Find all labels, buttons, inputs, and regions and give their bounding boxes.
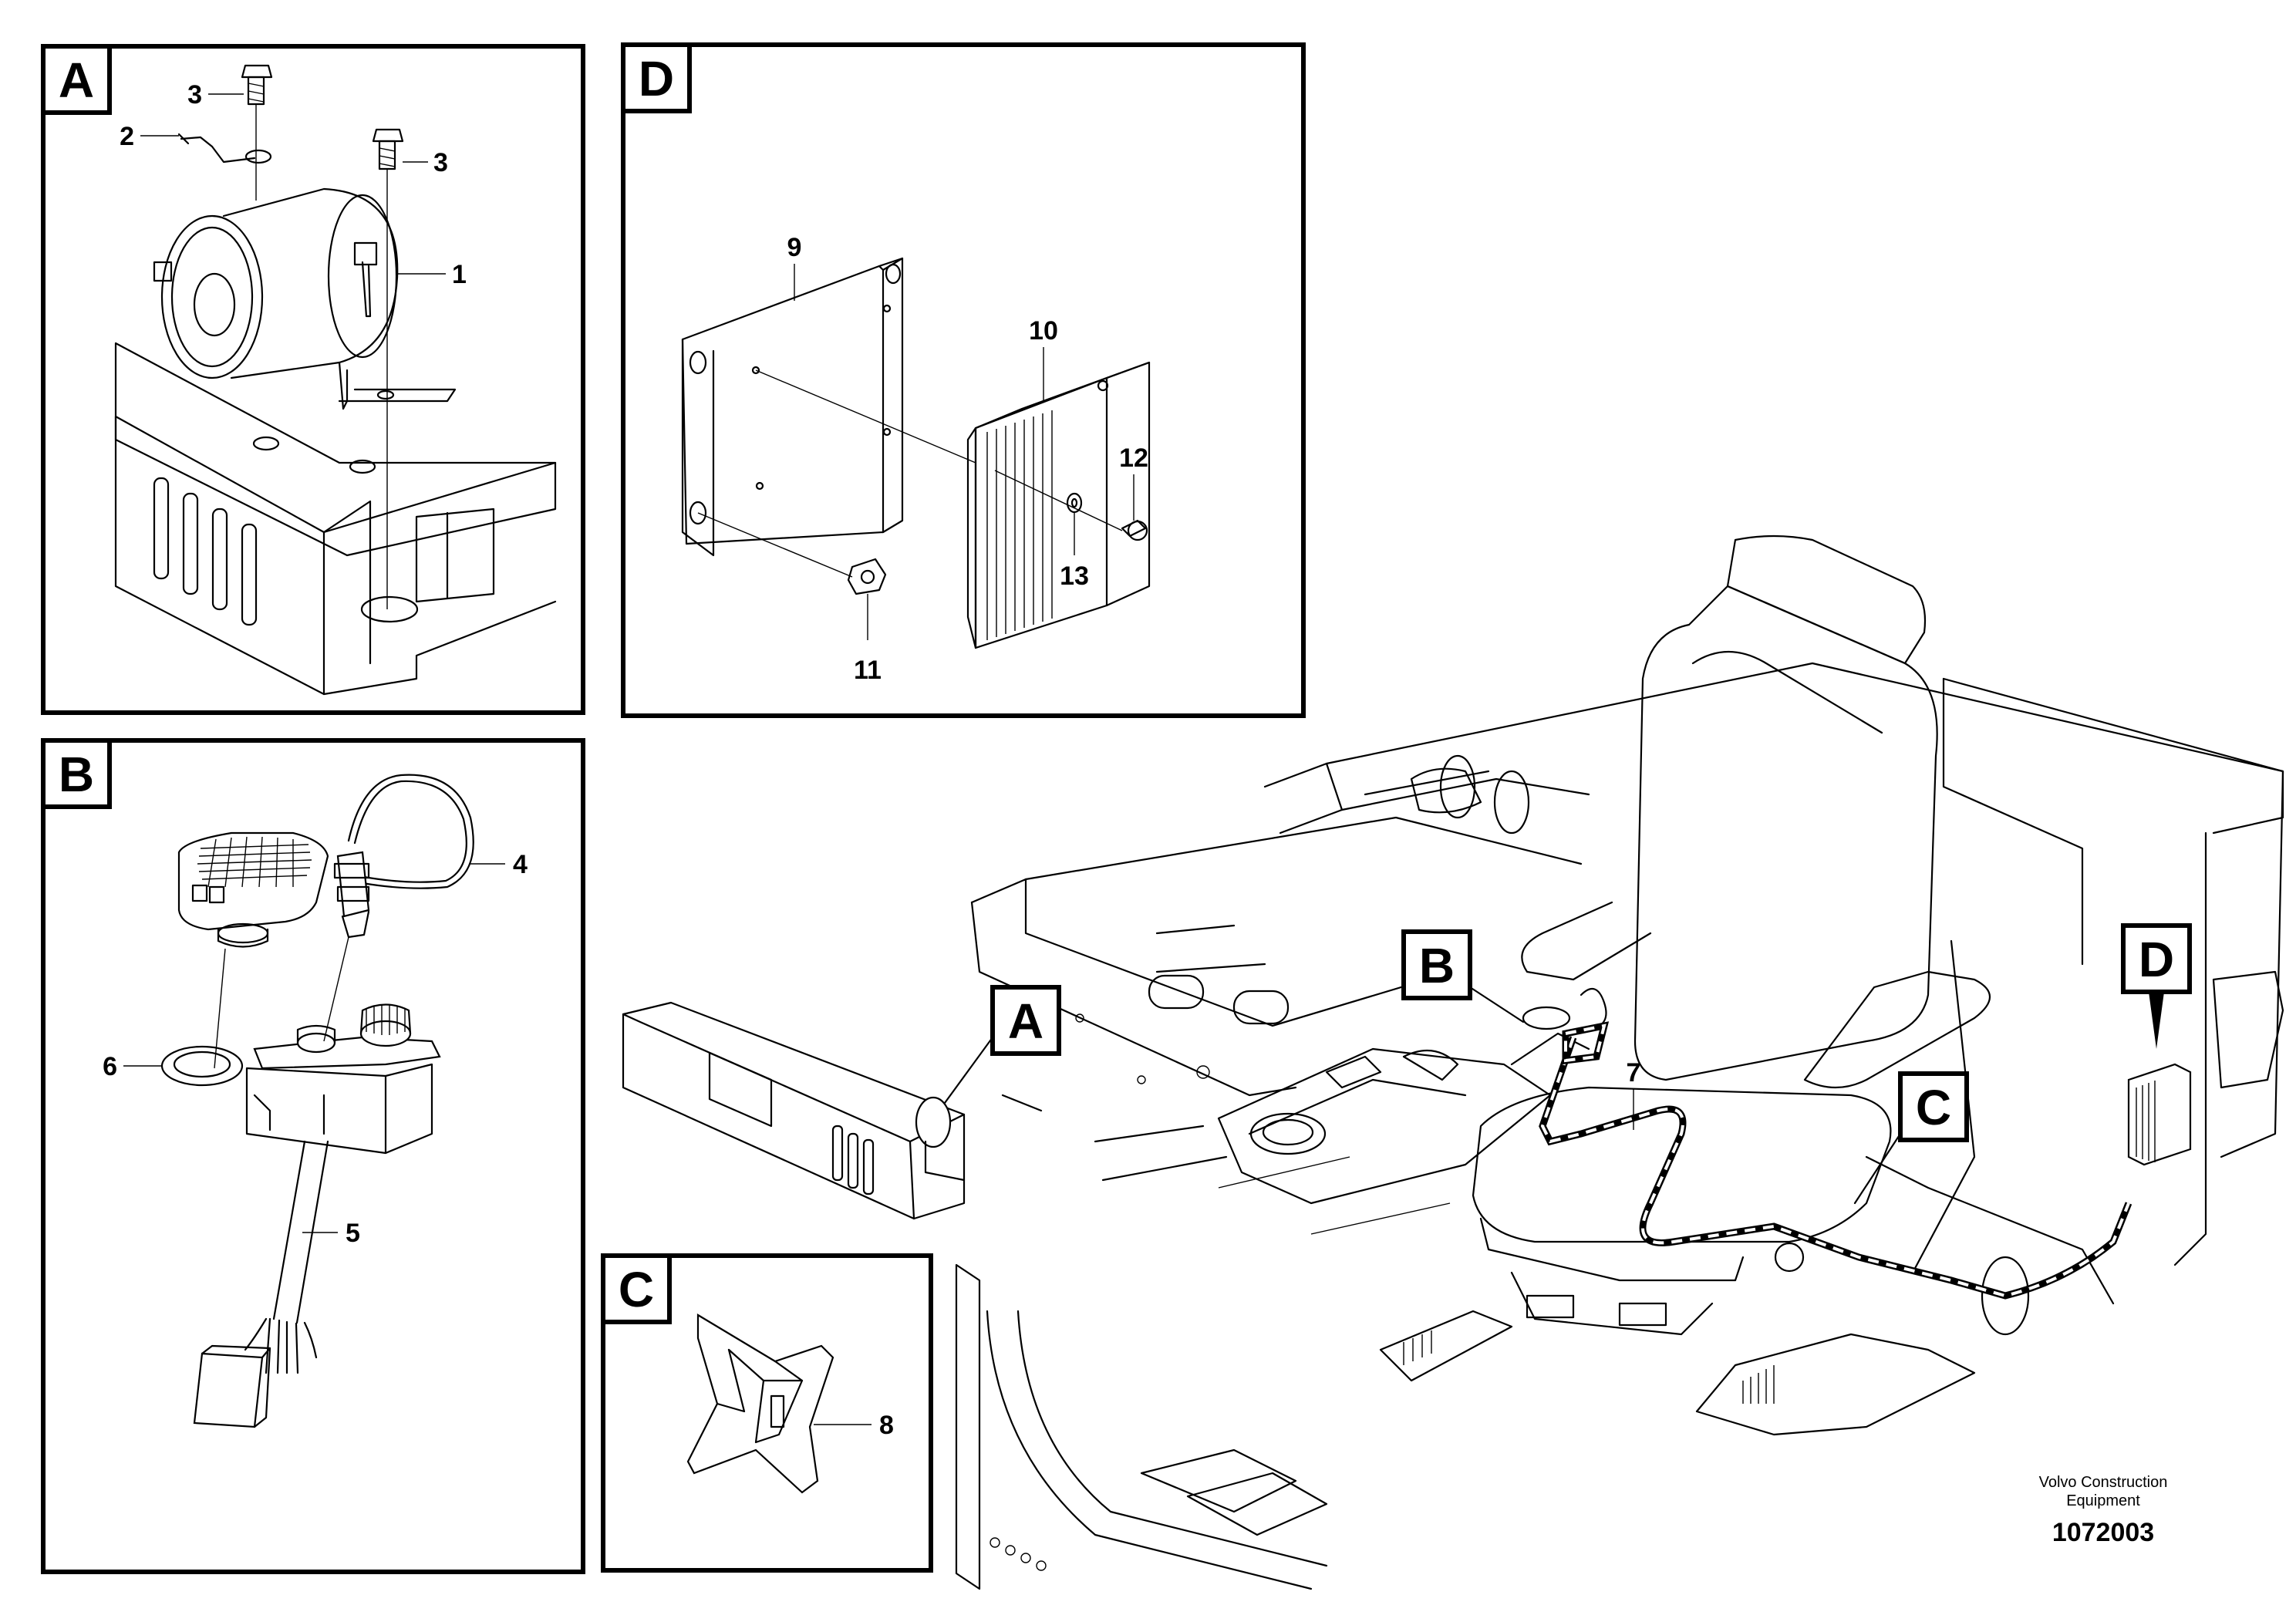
panel-a-label: A [59,52,94,108]
assembly-line-d1 [755,369,976,464]
marker-b: B [1401,929,1525,1023]
callout-2: 2 [120,122,134,151]
operator-seat [1472,534,1991,1336]
panel-c-label: C [619,1262,654,1317]
control-housing [245,1003,441,1155]
callout-6: 6 [103,1052,117,1081]
bolt-3-upper [241,64,273,106]
company-name-line1: Volvo Construction [2039,1474,2168,1491]
operator-console [1217,1032,1590,1205]
bolt-3-right [372,128,404,170]
cab-floor-frame [970,662,2284,1235]
horn-unit [153,187,457,410]
title-block: Volvo Construction Equipment 1072003 [2039,1474,2168,1547]
assembly-line-b1 [214,948,226,1069]
company-name-line2: Equipment [2066,1492,2140,1509]
marker-c: C [1853,1071,1969,1205]
control-unit-10 [966,361,1151,649]
marker-d-label: D [2139,932,2174,987]
washer-13 [1066,492,1083,514]
marker-b-label: B [1419,938,1455,993]
callout-7: 7 [1627,1058,1641,1088]
ground-cable-2 [177,133,272,164]
ring-6 [160,1045,244,1087]
installed-alarm [1522,987,1607,1031]
wire-harness-7 [1539,1021,2132,1300]
detail-panel-b: B [41,738,585,1574]
marker-a-label: A [1008,993,1043,1049]
bolt-12 [1121,519,1148,541]
callout-8: 8 [879,1411,894,1440]
callout-11: 11 [854,656,882,685]
detail-panel-a: A [41,44,585,715]
mounting-bracket-9 [681,257,904,557]
panel-d-label: D [639,51,674,106]
callout-3a: 3 [187,80,202,110]
bolt-11 [847,558,887,595]
cable-tie-mount-8 [686,1313,834,1494]
marker-c-label: C [1916,1080,1951,1135]
marker-d: D [2121,923,2192,1049]
callout-9: 9 [787,233,802,262]
alarm-module [177,831,329,948]
detail-panel-d: D [621,42,1306,718]
installed-control-unit [2127,1063,2192,1166]
callout-3b: 3 [433,148,448,177]
marker-a: A [943,985,1061,1104]
detail-panel-c: C 8 [601,1253,933,1573]
callout-5: 5 [346,1219,360,1248]
callout-1: 1 [452,260,467,289]
callout-4: 4 [513,850,528,879]
panel-b-label: B [59,747,94,802]
callout-10: 10 [1029,316,1058,346]
cab-rear-wall [955,677,2284,1590]
assembly-line-b2 [323,936,349,1042]
main-cab-assembly: A B C D 7 [622,534,2284,1590]
mounting-box [114,342,557,696]
callout-13: 13 [1060,561,1089,591]
harness-5 [193,1140,329,1428]
horn-mount-bracket [622,1001,966,1220]
connector-cable-4 [333,774,474,939]
assembly-line-d2 [697,512,853,578]
drawing-number: 1072003 [2052,1518,2154,1547]
callout-12: 12 [1119,443,1148,473]
assembly-line-d3 [994,470,1123,531]
